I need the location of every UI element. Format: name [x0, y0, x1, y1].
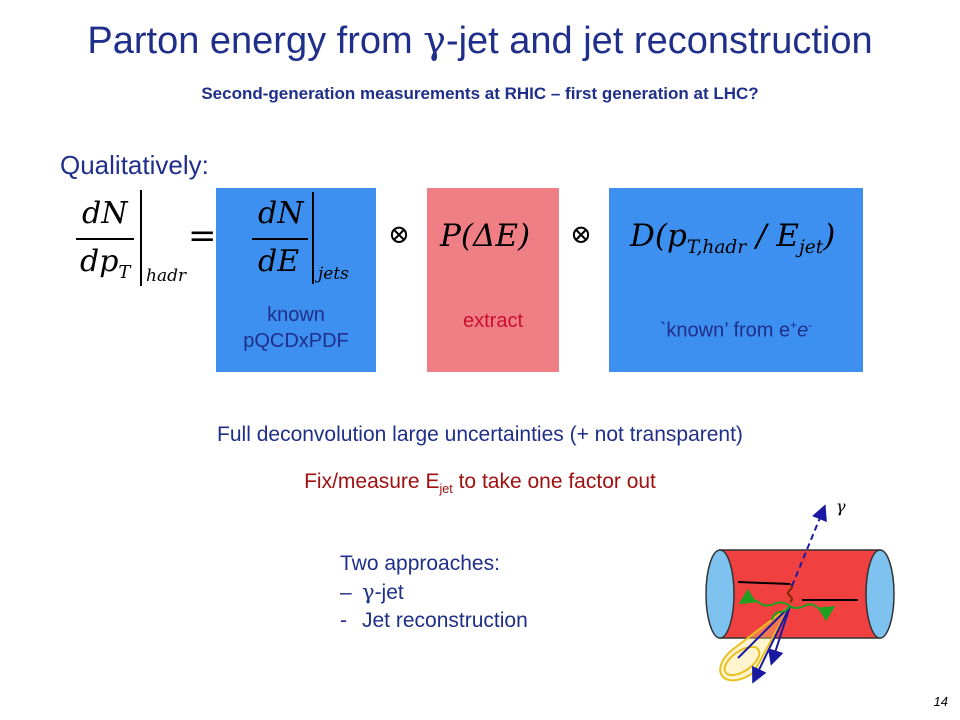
cylinder-left-cap	[705, 549, 735, 639]
jets-evaluation-bar	[312, 192, 314, 284]
qualitatively-label: Qualitatively:	[60, 150, 209, 180]
approaches-heading: Two approaches:	[340, 552, 500, 575]
jet-particle-3	[737, 605, 791, 659]
approaches-list: Two approaches: –γ-jet -Jet reconstructi…	[340, 550, 528, 635]
collision-diagram: γ	[705, 497, 895, 684]
frag-subscript-1: T,hadr	[686, 237, 747, 259]
energy-loss-box	[427, 188, 559, 372]
approach-gamma-jet: –γ-jet	[340, 580, 404, 604]
lhs-subscript: hadr	[146, 266, 187, 286]
jets-fraction-bar	[252, 238, 308, 240]
energy-loss-formula: P(ΔE)	[440, 218, 531, 254]
known-from-ee-label: `known’ from e+e-	[659, 318, 813, 342]
fix-energy-note: Fix/measure Ejet to take one factor out	[304, 470, 656, 497]
ee-plus: +	[790, 318, 798, 332]
known-label-line2: pQCDxPDF	[243, 330, 349, 352]
radiated-gluon-3	[771, 605, 791, 621]
lhs-evaluation-bar	[140, 190, 142, 286]
extract-label: extract	[462, 310, 524, 332]
known-label-line1: known	[267, 304, 325, 326]
lhs-den-subscript: T	[118, 262, 131, 283]
incoming-parton-1	[737, 581, 791, 585]
gluon-exchange	[787, 583, 793, 603]
fragmentation-box	[609, 188, 863, 372]
detector-cylinder-body	[719, 549, 881, 639]
page-number: 14	[933, 694, 948, 709]
known-pqcd-label: known pQCDxPDF	[216, 302, 376, 354]
fragmentation-formula: D(pT,hadr / Ejet)	[630, 218, 836, 259]
approach-jet-reconstruction: -Jet reconstruction	[340, 609, 528, 632]
ee-minus: -	[808, 318, 813, 332]
slide-subtitle: Second-generation measurements at RHIC –…	[201, 84, 759, 103]
photon-label: γ	[836, 497, 846, 516]
jet-cone-rim	[723, 645, 761, 677]
lhs-numerator: dN	[82, 196, 128, 231]
lhs-fraction-bar	[76, 238, 134, 240]
lhs-denominator: dpT	[80, 244, 131, 283]
jet-particle-2	[768, 605, 791, 666]
jets-numerator: dN	[258, 196, 304, 231]
equals-sign: =	[188, 216, 217, 256]
title-gamma: γ	[423, 18, 446, 62]
cylinder-right-cap	[865, 549, 895, 639]
deconvolution-note: Full deconvolution large uncertainties (…	[217, 423, 743, 446]
jet-particle-1	[752, 605, 791, 684]
jet-spectrum-box	[216, 188, 376, 372]
title-text-suffix: -jet and jet reconstruction	[445, 20, 873, 62]
jets-denominator: dE	[258, 244, 300, 279]
photon-track	[791, 504, 827, 587]
jets-subscript: jets	[318, 264, 349, 284]
slide-title: Parton energy from γ-jet and jet reconst…	[0, 18, 960, 63]
convolution-symbol-2: ⊗	[570, 220, 592, 250]
radiated-gluon-1	[738, 588, 791, 607]
frag-subscript-2: jet	[799, 237, 824, 259]
title-text-prefix: Parton energy from	[87, 20, 424, 62]
fix-subscript: jet	[439, 482, 453, 497]
radiated-gluon-2	[789, 603, 836, 622]
convolution-symbol-1: ⊗	[388, 220, 410, 250]
